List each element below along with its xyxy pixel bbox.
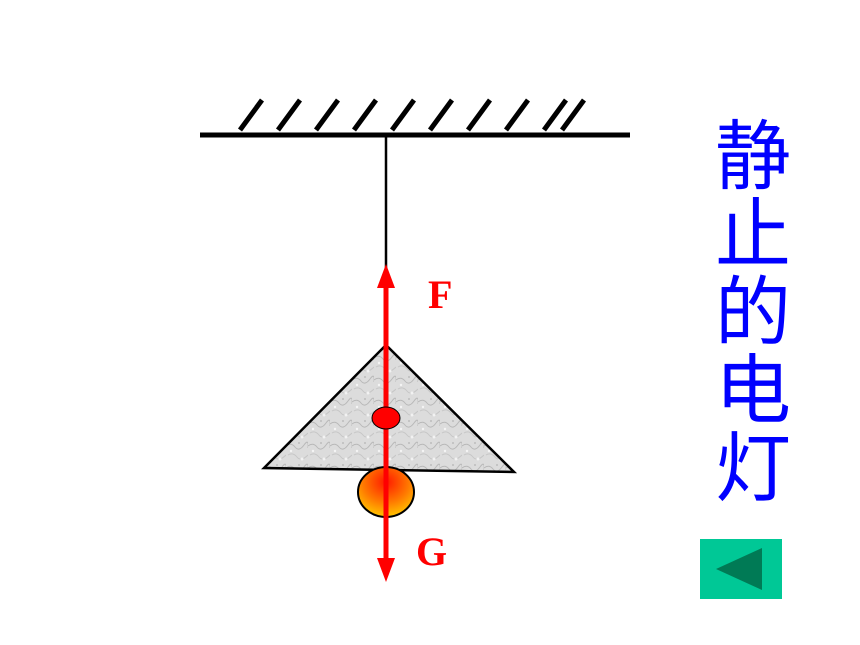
triangle-left-icon [716, 548, 762, 590]
ceiling-hatching [237, 98, 587, 132]
force-g-label: G [416, 529, 447, 574]
ceiling [200, 98, 630, 138]
force-g-arrowhead [377, 558, 395, 582]
center-of-mass-dot [371, 406, 401, 430]
back-button[interactable] [700, 539, 782, 599]
force-f-arrowhead [377, 264, 395, 288]
side-title: 静止的电灯 [715, 112, 791, 513]
force-f-label: F [428, 272, 452, 317]
